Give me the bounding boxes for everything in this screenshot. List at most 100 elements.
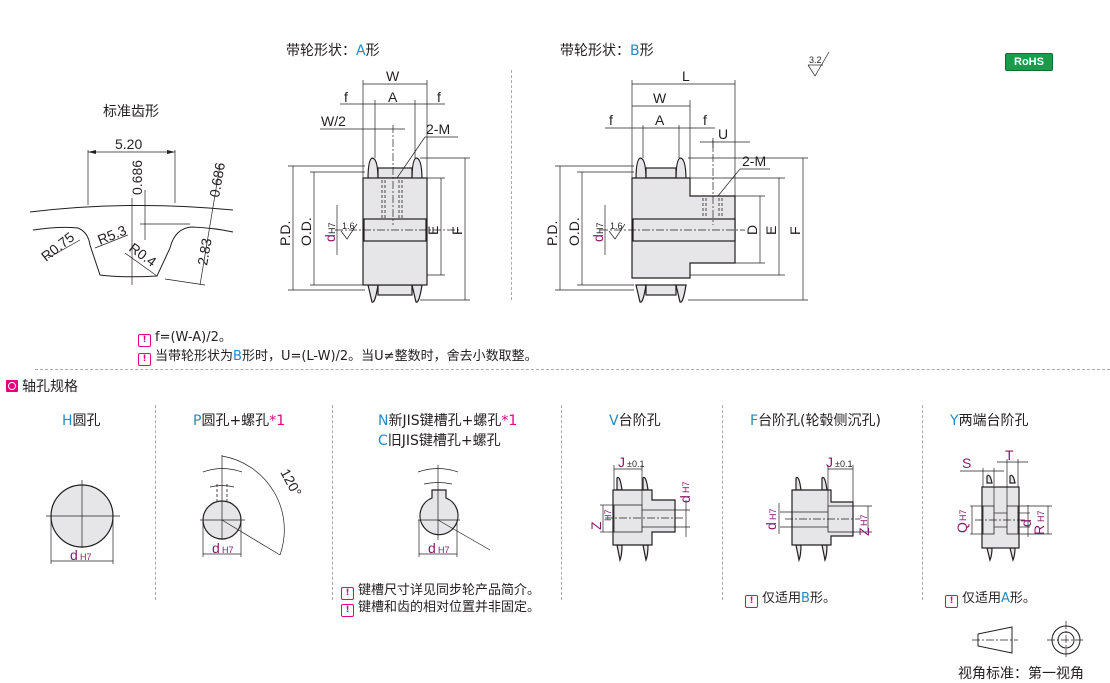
bore-n-d: d (428, 540, 436, 556)
bore-v-z-tol: H7 (603, 509, 613, 521)
bore-y-code: Y (950, 413, 959, 429)
shape-a-title: 带轮形状：A形 (286, 40, 380, 60)
note-2-after: 形时，U=(L-W)/2。当U≠整数时，舍去小数取整。 (241, 349, 538, 364)
bore-n-footnote: *1 (501, 413, 518, 429)
pulley-b-d-label: d (590, 234, 606, 242)
section-marker-icon (6, 380, 18, 392)
exclamation-icon: ! (341, 587, 354, 600)
bore-v-d-tol: H7 (681, 481, 691, 493)
pulley-a-w-label: W (386, 68, 400, 84)
shape-b-title: 带轮形状：B形 (560, 40, 654, 60)
pulley-b-u-label: U (718, 126, 728, 142)
bore-h-tol: H7 (80, 552, 92, 562)
bore-section-title: 轴孔规格 (6, 376, 78, 396)
bore-h-drawing: d H7 (46, 480, 120, 564)
section-divider (35, 369, 1110, 370)
bore-f-drawing: d H7 Z H7 J ±0.1 (763, 454, 872, 563)
bore-y-drawing: Q H7 d R H7 S T (954, 447, 1052, 562)
standard-tooth-title: 标准齿形 (103, 104, 159, 120)
pulley-a-roughness: 1.6 (342, 221, 355, 231)
divider-5 (922, 405, 923, 600)
bore-y-r: R (1031, 525, 1047, 535)
pulley-b-d-tol: H7 (595, 222, 605, 234)
divider-1 (155, 405, 156, 600)
exclamation-icon: ! (341, 604, 354, 617)
bore-n-drawing: d H7 (417, 465, 491, 557)
tooth-depth: 2.83 (194, 237, 215, 267)
bore-type-f: F台阶孔(轮毂侧沉孔) (750, 410, 881, 430)
bore-p-tol: H7 (222, 545, 234, 555)
bore-v-j-tol: ±0.1 (627, 459, 644, 469)
pulley-a-d-label: d (322, 234, 338, 242)
bore-v-code: V (609, 413, 619, 429)
bore-p-code: P (193, 413, 202, 429)
bore-n-name: 新JIS键槽孔+螺孔 (388, 413, 502, 429)
shape-a-prefix: 带轮形状： (286, 43, 356, 59)
exclamation-icon: ! (945, 595, 958, 608)
bore-type-p: P圆孔+螺孔*1 (193, 410, 285, 430)
pulley-a-screw-label: 2-M (426, 121, 450, 137)
bore-n-note-2-text: 键槽和齿的相对位置并非固定。 (358, 600, 541, 615)
bore-y-note-highlight: A (1001, 591, 1010, 606)
shape-b-suffix: 形 (639, 43, 654, 59)
shape-b-prefix: 带轮形状： (560, 43, 630, 59)
bore-y-q-tol: H7 (958, 509, 968, 521)
pulley-a-f-left: f (344, 89, 348, 105)
bore-f-note-after: 形。 (809, 591, 836, 606)
pulley-b-a-label: A (655, 112, 665, 128)
pulley-a-pd-label: P.D. (277, 221, 293, 246)
bore-type-y: Y两端台阶孔 (950, 410, 1029, 430)
exclamation-icon: ! (745, 595, 758, 608)
pulley-b-d-dim: D (744, 225, 760, 235)
bore-h-d: d (70, 547, 78, 563)
bore-n-note-1-text: 键槽尺寸详见同步轮产品简介。 (358, 583, 541, 598)
bore-p-footnote: *1 (269, 413, 286, 429)
pulley-b-w-label: W (653, 90, 667, 106)
bore-f-note: !仅适用B形。 (745, 587, 836, 608)
bore-y-t: T (1005, 447, 1014, 463)
pulley-b-f-right: f (703, 112, 707, 128)
bore-f-j-tol: ±0.1 (835, 459, 852, 469)
bore-type-v: V台阶孔 (609, 410, 661, 430)
exclamation-icon: ! (138, 353, 151, 366)
bore-y-note-after: 形。 (1009, 591, 1036, 606)
pulley-a-e-label: E (425, 226, 441, 235)
pulley-a-a-label: A (388, 89, 398, 105)
bore-y-name: 两端台阶孔 (958, 413, 1029, 429)
pulley-b-roughness: 1.6 (610, 221, 623, 231)
bore-v-j: J (618, 454, 625, 470)
bore-f-code: F (750, 413, 759, 429)
bore-f-z: Z (856, 527, 872, 536)
bore-f-z-tol: H7 (859, 514, 869, 526)
note-1: !f=(W-A)/2。 (138, 326, 232, 347)
pulley-a-d-tol: H7 (327, 222, 337, 234)
bore-f-d-tol: H7 (768, 508, 778, 520)
bore-v-drawing: Z H7 J ±0.1 d H7 (588, 454, 693, 563)
bore-h-name: 圆孔 (72, 413, 101, 429)
shape-b-letter: B (630, 43, 640, 59)
bore-type-n: N新JIS键槽孔+螺孔*1 (378, 410, 517, 430)
bore-f-j: J (826, 454, 833, 470)
bore-h-code: H (62, 413, 73, 429)
bore-type-c: C旧JIS键槽孔+螺孔 (378, 430, 501, 450)
bore-n-code: N (378, 413, 389, 429)
bore-p-name: 圆孔+螺孔 (201, 413, 270, 429)
bore-n-note-2: ! 键槽和齿的相对位置并非固定。 (341, 596, 540, 617)
divider-2 (332, 405, 333, 600)
bore-f-note-before: 仅适用 (762, 591, 802, 606)
bore-v-d: d (677, 495, 693, 503)
tooth-height-side: 0.686 (206, 161, 228, 198)
bore-y-s: S (962, 455, 971, 471)
bore-y-note: !仅适用A形。 (945, 587, 1036, 608)
pulley-b-e-label: E (763, 226, 779, 235)
bore-f-d: d (763, 522, 779, 530)
bore-f-name: 台阶孔(轮毂侧沉孔) (758, 413, 881, 429)
bore-v-z: Z (588, 521, 604, 530)
note-2: !当带轮形状为B形时，U=(L-W)/2。当U≠整数时，舍去小数取整。 (138, 345, 538, 366)
rohs-badge: RoHS (1005, 53, 1053, 71)
pulley-b-od-label: O.D. (566, 217, 582, 246)
